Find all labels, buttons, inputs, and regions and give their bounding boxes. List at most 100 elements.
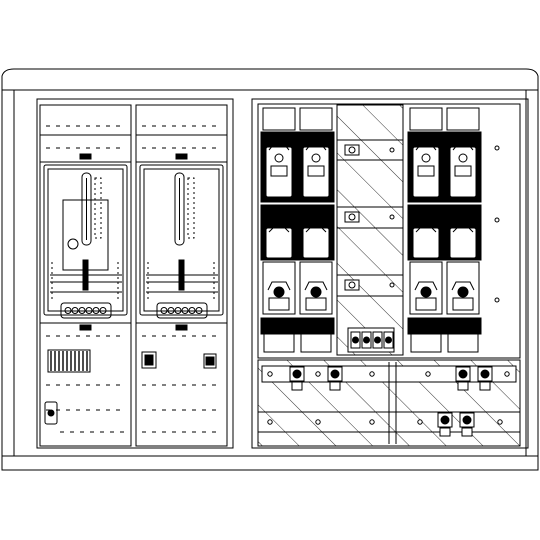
fuse-link — [307, 165, 325, 177]
busbar-bolt — [348, 146, 356, 154]
fuse-unit-1 — [260, 107, 298, 353]
cover-latch — [175, 324, 188, 331]
meter-inner — [143, 168, 220, 312]
fuse-cartridge — [302, 227, 330, 259]
fuse-unit-3 — [407, 107, 445, 353]
fuse-base-bottom — [260, 317, 298, 335]
fuse-link — [454, 165, 472, 177]
meter-center-post — [82, 259, 89, 291]
terminal-bolt — [440, 415, 450, 425]
terminal-bolt — [480, 369, 490, 379]
fuse-base-bottom — [444, 317, 482, 335]
terminal-screws — [64, 307, 107, 314]
busbar-frame — [336, 104, 404, 356]
meter-scale — [94, 177, 102, 239]
fuse-holder-lower — [262, 261, 296, 315]
busbar-terminals — [350, 331, 394, 349]
fuse-cartridge — [265, 146, 293, 198]
fuse-cartridge — [412, 227, 440, 259]
fuse-screw — [273, 286, 285, 298]
fuse-contact — [305, 226, 327, 233]
fuse-contact — [415, 143, 437, 151]
busbar-bolt — [348, 213, 356, 221]
fuse-contact — [415, 226, 437, 233]
busbar-column — [336, 104, 404, 356]
cable-terminal — [459, 412, 475, 437]
fuse-screw — [458, 153, 468, 163]
rail-hole-icon — [267, 371, 273, 377]
fuse-link — [452, 297, 474, 311]
cabinet-plinth — [1, 455, 539, 471]
busbar-clamp — [344, 211, 360, 223]
busbar-bolt — [389, 282, 395, 288]
terminal-foot — [291, 381, 303, 391]
mounting-hole-icon — [494, 217, 500, 223]
cable-terminal — [437, 412, 453, 437]
small-breaker — [44, 401, 58, 425]
fuse-outlet — [263, 333, 295, 353]
fuse-holder-lower — [446, 261, 480, 315]
cable-terminal — [327, 366, 343, 391]
fuse-screw — [457, 286, 469, 298]
fuse-holder-lower — [299, 261, 333, 315]
fuse-base-bottom — [297, 317, 335, 335]
terminal-foot — [457, 381, 469, 391]
fuse-holder-lower — [409, 261, 443, 315]
terminal-block — [156, 302, 208, 319]
lower-holes — [267, 371, 510, 425]
lower-connection-area — [257, 359, 521, 447]
busbar-bolt — [348, 281, 356, 289]
rail-hole-icon — [315, 419, 321, 425]
busbar-hatch — [337, 105, 403, 355]
rail-hole-icon — [369, 419, 375, 425]
terminal-bolt — [292, 369, 302, 379]
lower-area-frame — [257, 359, 521, 447]
fuse-outlet — [447, 333, 479, 353]
fuse-contact — [452, 226, 474, 233]
fuse-unit-4 — [444, 107, 482, 353]
fuse-compartment — [257, 103, 521, 447]
fuse-outlet — [410, 333, 442, 353]
fuse-unit-2 — [297, 107, 335, 353]
bottom-terminals — [289, 366, 493, 437]
fuse-units — [260, 107, 482, 353]
rail-hole-icon — [417, 419, 423, 425]
terminal-block — [60, 302, 112, 319]
rail-hole-icon — [315, 371, 321, 377]
rail-hole-icon — [497, 419, 503, 425]
fuse-contact — [414, 281, 438, 291]
terminal-bolt — [458, 369, 468, 379]
cover-latch — [175, 153, 188, 160]
fuse-link — [415, 297, 437, 311]
meter-slot — [174, 172, 185, 246]
fuse-outlet — [300, 333, 332, 353]
fuse-base-top — [446, 107, 480, 131]
fuse-base-bottom — [407, 317, 445, 335]
fuse-base-top — [409, 107, 443, 131]
right-compartment-frame — [251, 98, 529, 449]
fuse-contact — [304, 281, 328, 291]
meter-center-post — [178, 259, 185, 291]
cabinet-roof — [1, 68, 539, 91]
rail-hole-icon — [369, 371, 375, 377]
cover-latch — [79, 324, 92, 331]
relay-module-core — [205, 356, 215, 366]
fuse-contact — [452, 143, 474, 151]
panel-frame — [39, 104, 132, 447]
panel-frame — [135, 104, 228, 447]
terminal-foot — [461, 427, 473, 437]
fuse-screw — [311, 153, 321, 163]
fuse-contact — [305, 143, 327, 151]
meter-frame — [139, 164, 224, 316]
fuse-contact — [268, 226, 290, 233]
fuse-screw — [420, 286, 432, 298]
fuse-cartridge — [449, 146, 477, 198]
terminal-foot — [479, 381, 491, 391]
fuse-screw — [310, 286, 322, 298]
relay-module — [203, 353, 217, 369]
fuse-base-top — [262, 107, 296, 131]
relay-module — [141, 351, 157, 369]
meter-inner — [47, 168, 124, 312]
